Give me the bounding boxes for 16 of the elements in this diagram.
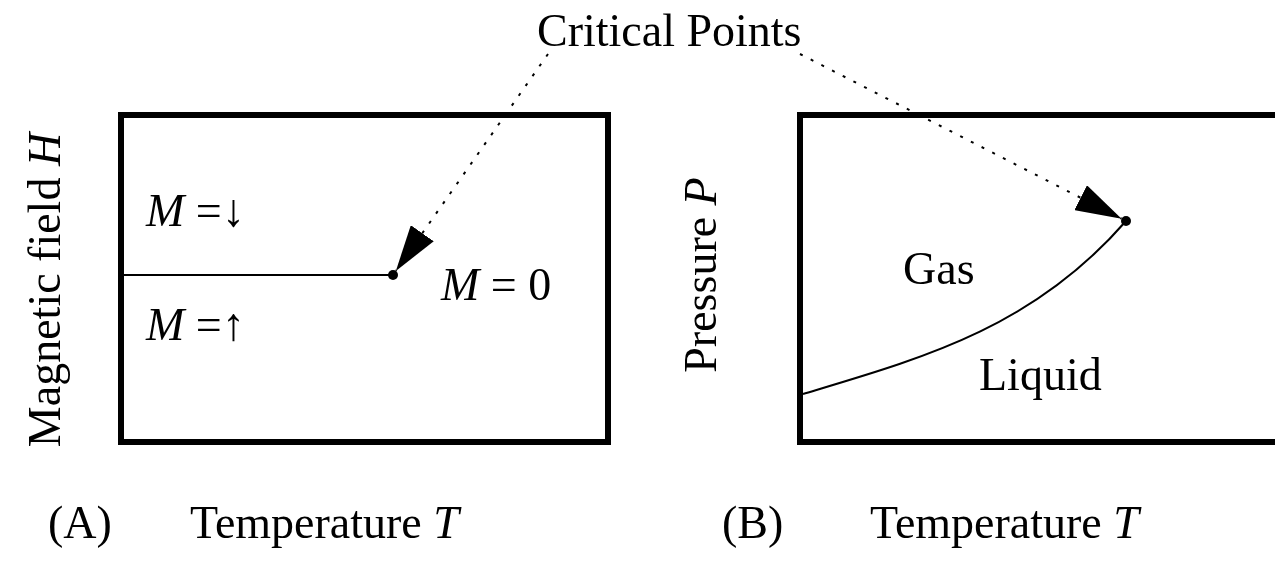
phase-diagram-frame [797, 112, 1275, 445]
region-label: M =↑ [146, 302, 245, 348]
panel-label: (A) [48, 500, 112, 546]
region-label: M =↓ [146, 188, 245, 234]
callout-text: Critical Points [537, 8, 802, 54]
region-label: Liquid [979, 352, 1102, 398]
region-label: Gas [903, 246, 975, 292]
region-label: M = 0 [441, 262, 552, 308]
leader-line [394, 53, 549, 272]
axis-label: Pressure P [677, 177, 724, 373]
critical-point-dot [1121, 216, 1131, 226]
phase-diagram-frame [118, 112, 611, 445]
panel-label: (B) [722, 500, 784, 546]
leader-line [799, 53, 1123, 220]
axis-label: Magnetic field H [22, 132, 69, 448]
critical-point-dot [388, 270, 398, 280]
